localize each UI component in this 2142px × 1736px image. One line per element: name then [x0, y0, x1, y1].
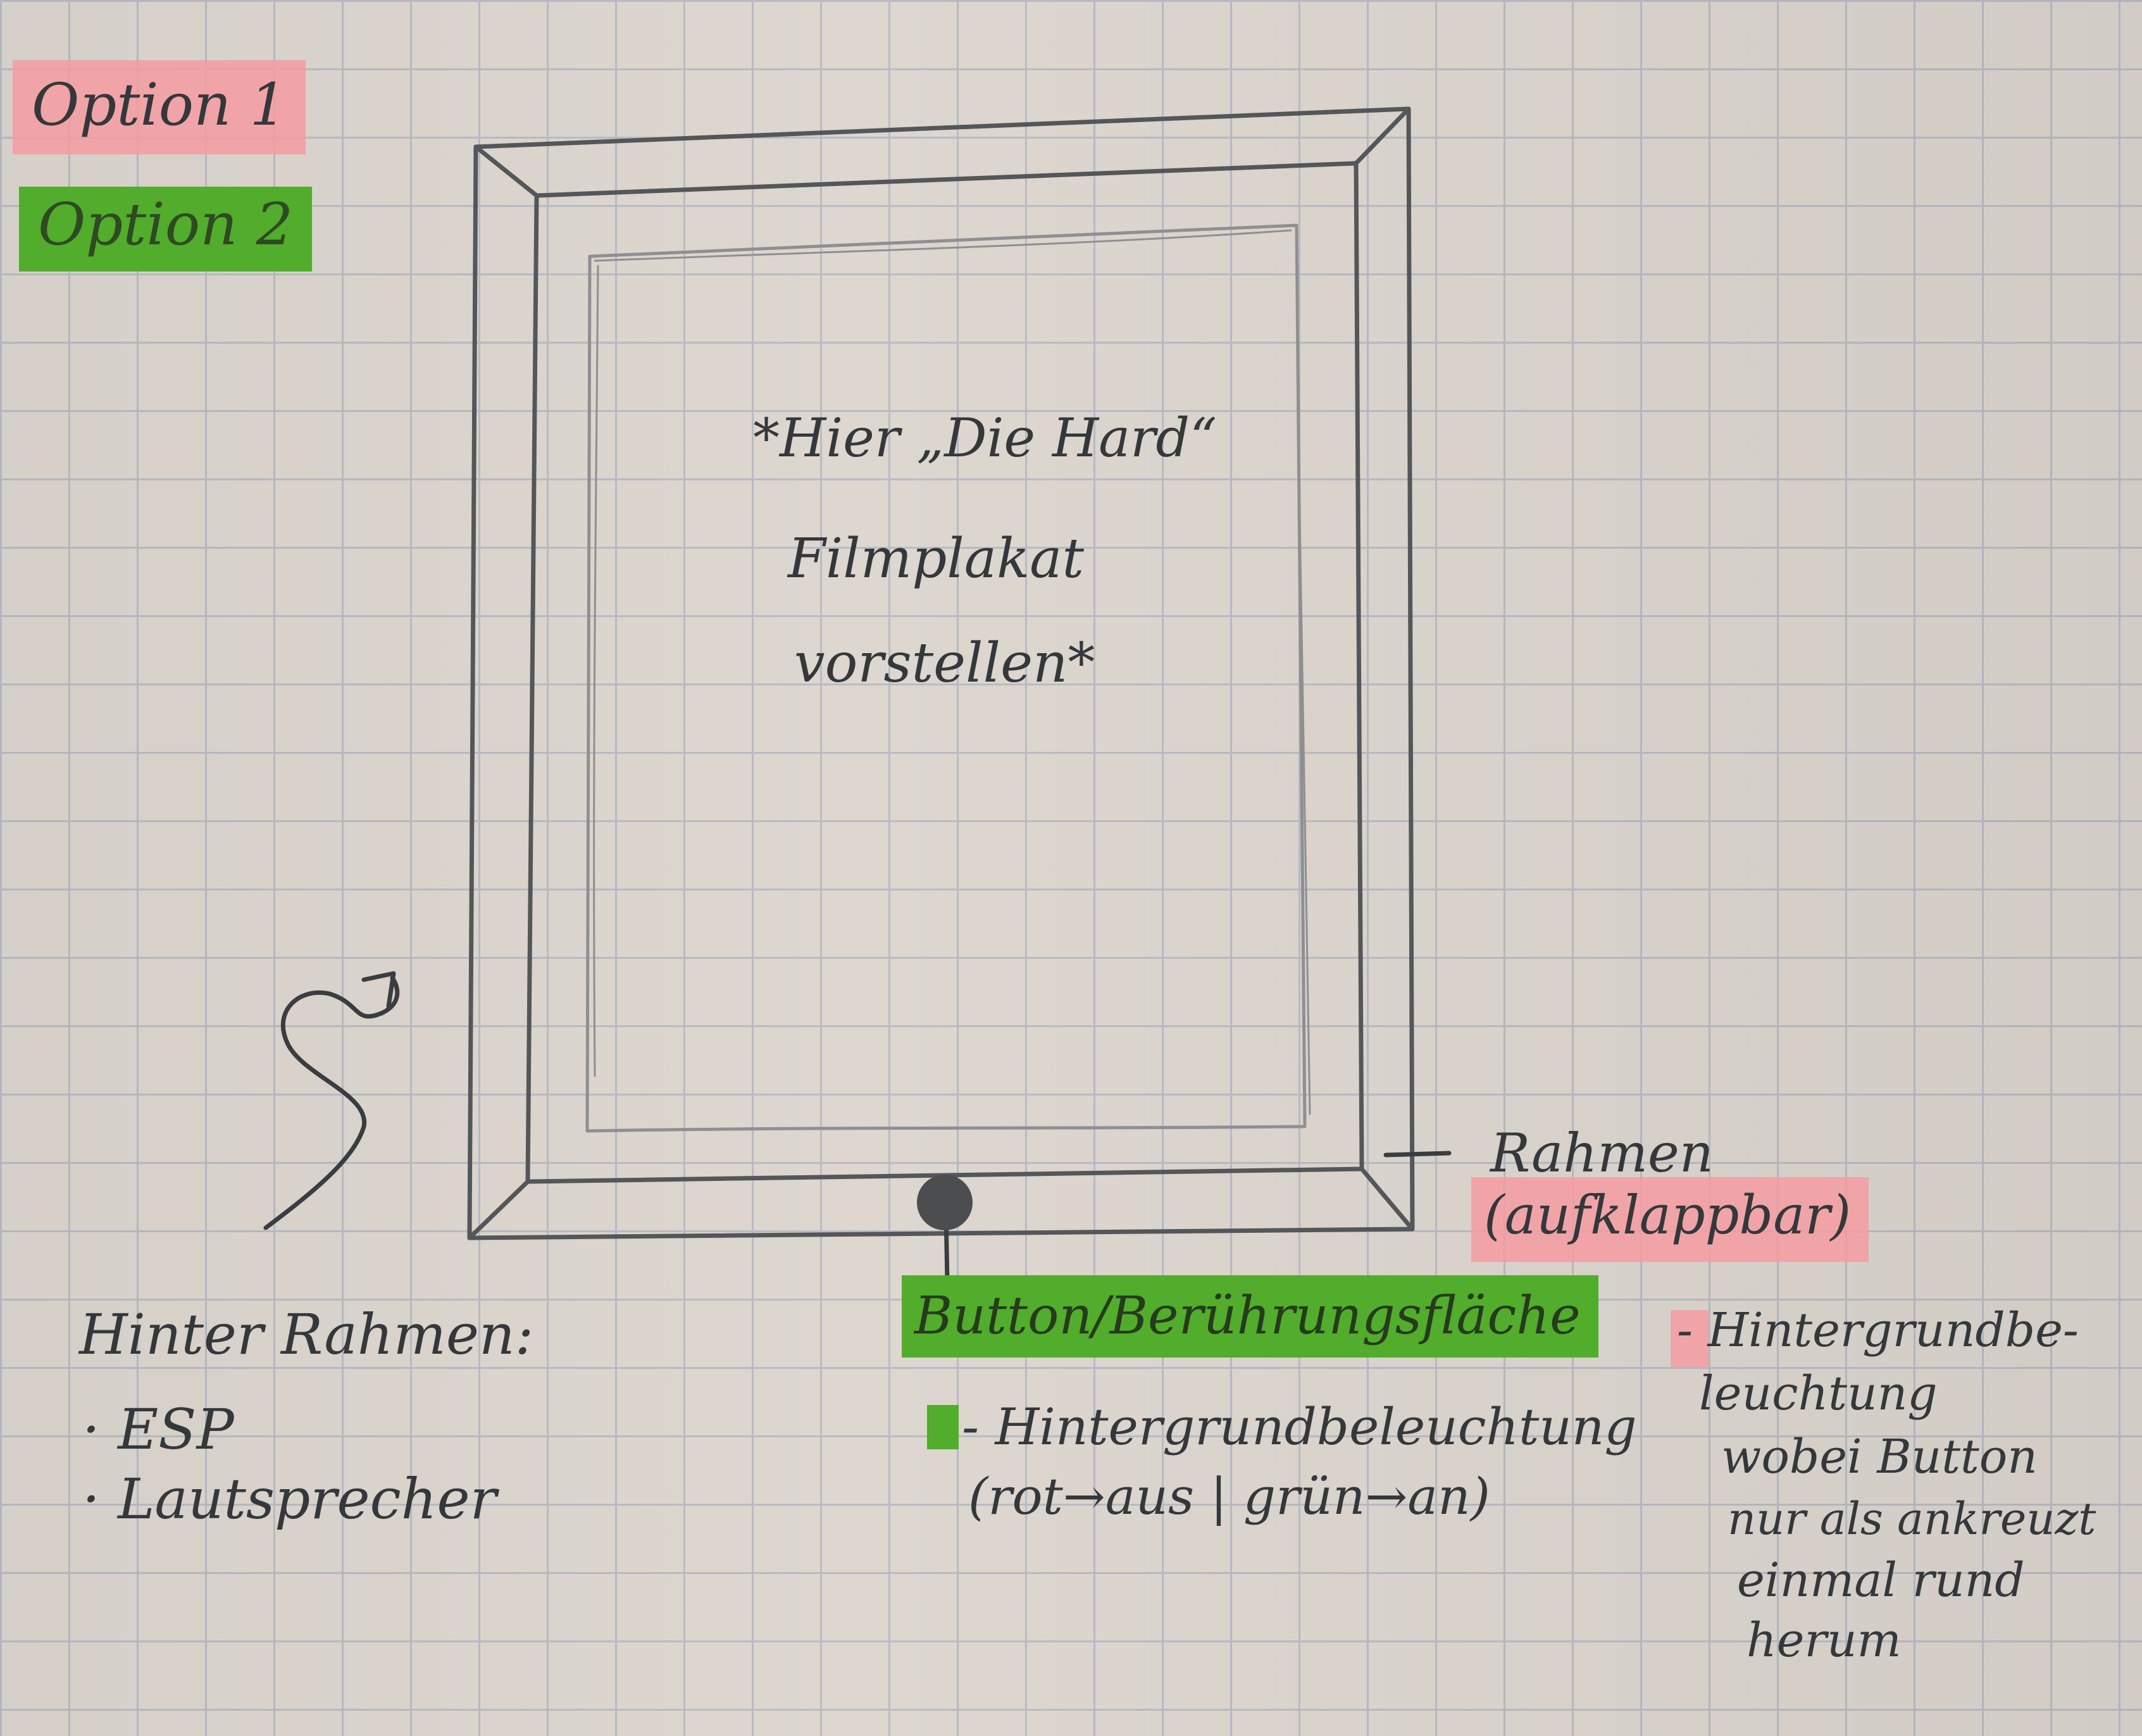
option-1-note-line-4: nur als ankreuzt	[1728, 1493, 2096, 1545]
frame-miter-bottom-left	[467, 1179, 530, 1240]
option-1-note-line-5: einmal rund	[1737, 1553, 2025, 1608]
poster-text-line-2: Filmplakat	[788, 527, 1085, 590]
button-knob	[917, 1175, 973, 1230]
option-1-note-marker	[1671, 1310, 1709, 1367]
frame-miter-top-left	[473, 144, 539, 198]
poster-outline	[585, 223, 1307, 1133]
option-2-label: Option 2	[19, 187, 313, 272]
curved-arrow-head	[361, 971, 396, 1009]
frame-label-leader	[1383, 1151, 1452, 1158]
poster-text-line-1: *Hier „Die Hard“	[753, 407, 1217, 469]
button-note-line-2: (rot→aus | grün→an)	[968, 1467, 1490, 1526]
option-1-note-line-6: herum	[1747, 1613, 1902, 1668]
frame-miter-bottom-right	[1359, 1166, 1415, 1232]
frame-miter-top-right	[1354, 106, 1411, 166]
button-note-marker	[927, 1405, 959, 1449]
button-label: Button/Berührungsfläche	[902, 1275, 1598, 1358]
option-1-label: Option 1	[13, 60, 306, 154]
option-1-note-line-1: - Hintergrundbe-	[1677, 1303, 2079, 1358]
button-note-line-1: - Hintergrundbeleuchtung	[962, 1397, 1637, 1456]
option-1-note-line-3: wobei Button	[1721, 1430, 2038, 1484]
frame-note: (aufklappbar)	[1471, 1177, 1869, 1262]
poster-text-line-3: vorstellen*	[794, 632, 1095, 695]
option-1-note-line-2: leuchtung	[1699, 1366, 1938, 1421]
behind-frame-item-esp: · ESP	[82, 1397, 234, 1462]
behind-frame-heading: Hinter Rahmen:	[79, 1302, 534, 1367]
frame-label: Rahmen	[1490, 1122, 1714, 1184]
curved-arrow	[263, 975, 400, 1230]
behind-frame-item-speaker: · Lautsprecher	[82, 1466, 497, 1532]
